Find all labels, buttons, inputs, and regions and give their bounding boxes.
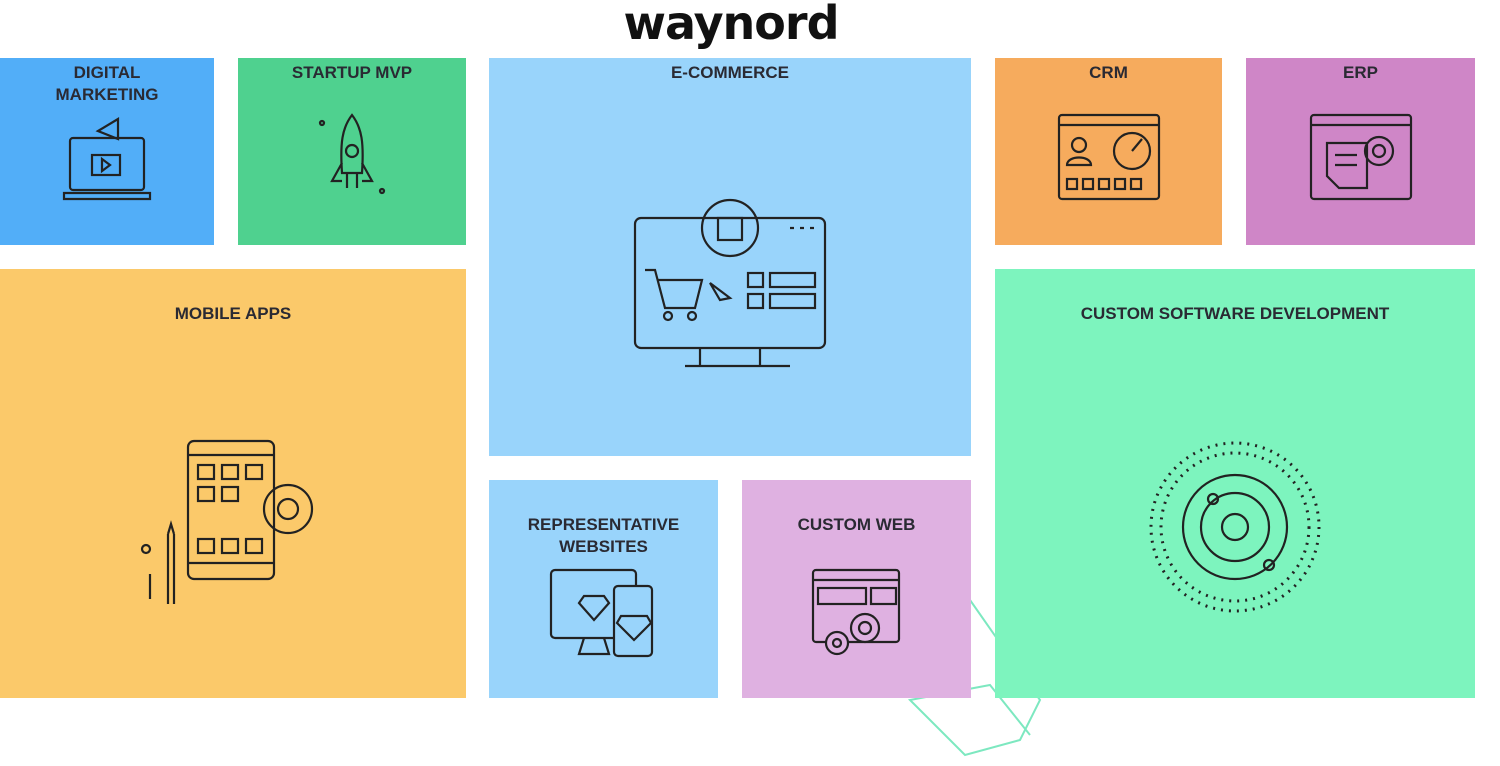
tile-label: STARTUP MVP [291,63,413,82]
tile-representative-websites[interactable]: REPRESENTATIVE WEBSITES [489,480,718,698]
tile-label: CRM [1089,63,1128,82]
laptop-megaphone-icon [62,117,152,201]
tile-label: CUSTOM SOFTWARE DEVELOPMENT [1080,304,1390,323]
rocket-icon [318,113,386,195]
document-gear-icon [1309,113,1412,201]
orbit-icon [1149,441,1321,613]
tile-label: REPRESENTATIVE WEBSITES [527,515,680,556]
tile-label: ERP [1343,63,1378,82]
tile-label: E-COMMERCE [670,63,790,82]
devices-diamond-icon [549,568,653,658]
tile-custom-web[interactable]: CUSTOM WEB [742,480,971,698]
tile-startup-mvp[interactable]: STARTUP MVP [238,58,466,245]
waynord-logo[interactable]: waynord [623,0,839,50]
tile-label: MOBILE APPS [174,304,292,323]
tile-mobile-apps[interactable]: MOBILE APPS [0,269,466,698]
tile-erp[interactable]: ERP [1246,58,1475,245]
tile-crm[interactable]: CRM [995,58,1222,245]
tile-ecommerce[interactable]: E-COMMERCE [489,58,971,456]
phone-gear-icon [140,439,314,604]
decorative-polygon [907,599,1042,757]
tile-label: DIGITAL MARKETING [55,63,159,104]
browser-gears-icon [811,568,900,656]
tile-custom-software-development[interactable]: CUSTOM SOFTWARE DEVELOPMENT [995,269,1475,698]
tile-digital-marketing[interactable]: DIGITAL MARKETING [0,58,214,245]
tile-label: CUSTOM WEB [797,515,916,534]
dashboard-window-icon [1057,113,1160,201]
monitor-cart-icon [633,198,827,368]
